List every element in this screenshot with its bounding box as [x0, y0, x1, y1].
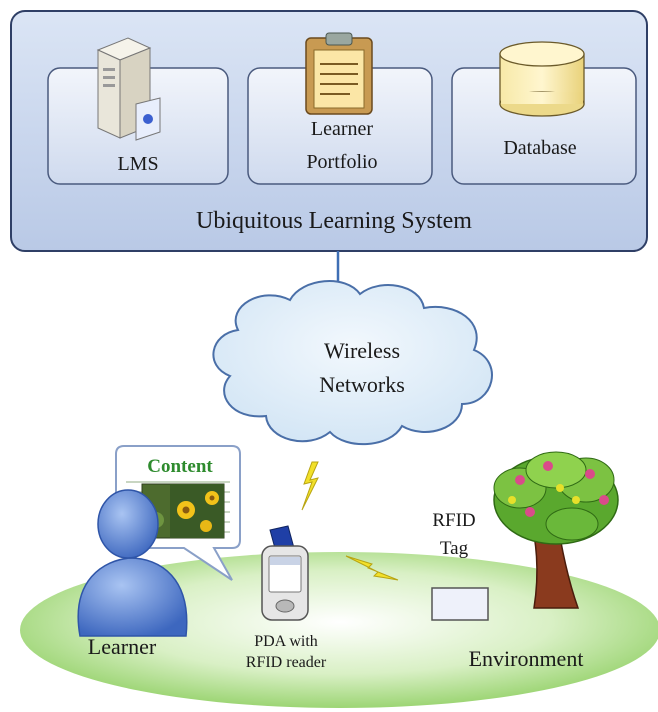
server-icon	[96, 37, 161, 141]
rfid-tag-icon	[431, 587, 489, 621]
database-label: Database	[503, 137, 576, 159]
pda-label-line2: RFID reader	[246, 654, 327, 671]
tree-icon	[493, 451, 619, 609]
database-box: Database	[451, 41, 637, 185]
network-label-line1: Wireless	[324, 338, 400, 363]
portfolio-box: Learner Portfolio	[247, 32, 433, 185]
pda-label-line1: PDA with	[254, 633, 318, 650]
clipboard-icon	[305, 32, 373, 115]
portfolio-label-line2: Portfolio	[306, 151, 377, 173]
person-icon	[77, 489, 188, 637]
rfid-tag-label-line2: Tag	[440, 538, 469, 559]
bubble-title: Content	[147, 456, 213, 477]
lightning-bolt-lower	[345, 555, 399, 581]
pda-icon	[261, 525, 309, 621]
environment-label: Environment	[469, 646, 584, 671]
rfid-tag-label-line1: RFID	[432, 510, 475, 531]
portfolio-label-line1: Learner	[311, 118, 374, 140]
learning-system-panel: LMS Learner Portfolio	[10, 10, 648, 252]
network-label-line2: Networks	[319, 372, 405, 397]
learner-label: Learner	[88, 634, 157, 659]
lms-box: LMS	[47, 37, 229, 185]
cloud-icon: Wireless Networks	[212, 280, 493, 446]
lightning-bolt-upper	[301, 461, 319, 511]
database-icon	[499, 41, 585, 117]
lms-label: LMS	[117, 153, 158, 175]
system-title: Ubiquitous Learning System	[196, 208, 472, 234]
